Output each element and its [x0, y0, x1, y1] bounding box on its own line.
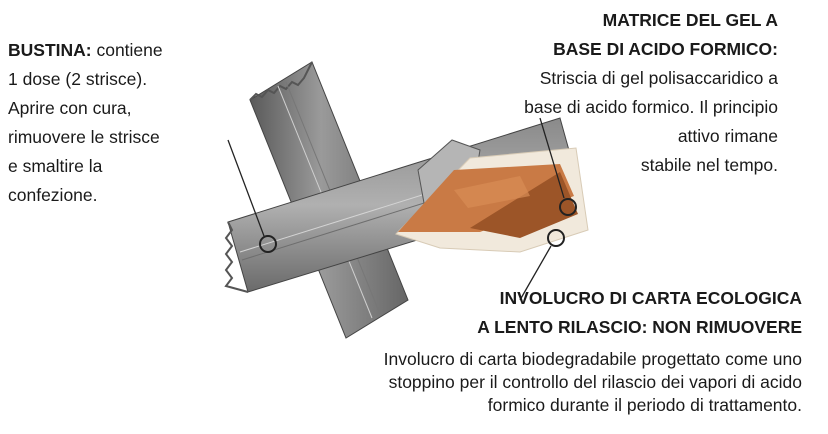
involucro-desc-line: Involucro di carta biodegradabile proget… — [383, 349, 802, 369]
bustina-title: BUSTINA: — [8, 40, 92, 60]
involucro-desc-line: formico durante il periodo di trattament… — [487, 395, 802, 415]
involucro-label: INVOLUCRO DI CARTA ECOLOGICA A LENTO RIL… — [222, 284, 802, 417]
involucro-title-1: INVOLUCRO DI CARTA ECOLOGICA — [499, 288, 802, 308]
bustina-marker — [259, 235, 277, 253]
involucro-desc: Involucro di carta biodegradabile proget… — [222, 348, 802, 417]
gel-strip — [398, 164, 578, 238]
bustina-desc-line: 1 dose (2 strisce). — [8, 69, 148, 89]
matrice-label: MATRICE DEL GEL A BASE DI ACIDO FORMICO:… — [418, 6, 778, 180]
bustina-leader-line — [227, 139, 265, 237]
matrice-marker — [559, 198, 577, 216]
matrice-title-1: MATRICE DEL GEL A — [602, 10, 778, 30]
bustina-desc-line: Aprire con cura, — [8, 98, 132, 118]
matrice-title-line: BASE DI ACIDO FORMICO: — [418, 35, 778, 64]
involucro-leader-line — [519, 245, 552, 301]
involucro-title-2: A LENTO RILASCIO: NON RIMUOVERE — [477, 317, 802, 337]
matrice-desc-line: Striscia di gel polisaccaridico a — [539, 68, 778, 88]
matrice-title-2: BASE DI ACIDO FORMICO: — [553, 39, 778, 59]
matrice-leader-line — [539, 117, 565, 199]
bustina-desc-inline: contiene — [91, 40, 163, 60]
involucro-desc-line: stoppino per il controllo del rilascio d… — [388, 372, 802, 392]
bustina-line-1: BUSTINA: contiene — [8, 36, 238, 65]
bustina-desc-line: confezione. — [8, 185, 98, 205]
matrice-title-line: MATRICE DEL GEL A — [418, 6, 778, 35]
matrice-desc-line: stabile nel tempo. — [640, 155, 778, 175]
bustina-label: BUSTINA: contiene 1 dose (2 strisce). Ap… — [8, 36, 238, 210]
bustina-desc-line: rimuovere le strisce — [8, 127, 160, 147]
bustina-desc-line: e smaltire la — [8, 156, 103, 176]
matrice-desc-line: base di acido formico. Il principio — [524, 97, 778, 117]
involucro-marker — [547, 229, 565, 247]
matrice-desc-line: attivo rimane — [677, 126, 778, 146]
involucro-title-line: INVOLUCRO DI CARTA ECOLOGICA — [222, 284, 802, 313]
involucro-title-line: A LENTO RILASCIO: NON RIMUOVERE — [222, 313, 802, 342]
